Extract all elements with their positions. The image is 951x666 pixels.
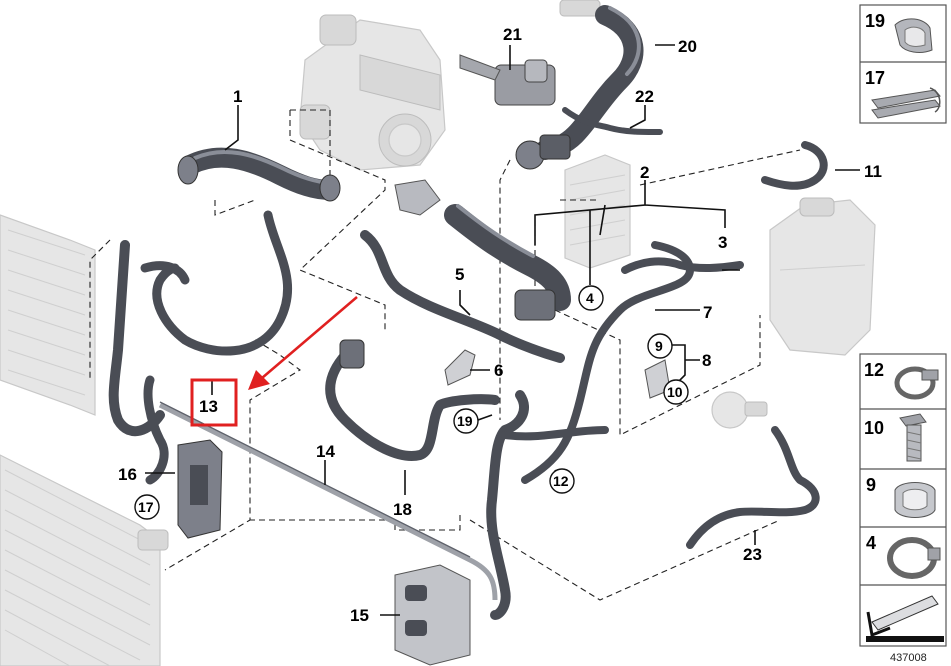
callout-5: 5 — [455, 265, 464, 284]
hose-11 — [761, 141, 828, 190]
callout-11: 11 — [864, 162, 882, 181]
clamp-clip-icon — [894, 18, 933, 53]
callout-17: 17 — [138, 499, 154, 515]
hose-5 — [360, 230, 565, 363]
callout-15: 15 — [350, 606, 369, 625]
band-clamp-icon — [887, 537, 941, 579]
callout-8: 8 — [702, 351, 711, 370]
highlight-box — [190, 378, 238, 427]
callout-22: 22 — [635, 87, 654, 106]
hoses — [108, 5, 828, 620]
hose-18 — [325, 345, 500, 461]
legend-label-10: 10 — [864, 418, 884, 438]
connector-18 — [339, 339, 365, 369]
leader-lines — [145, 44, 860, 616]
hose-clamp-icon — [894, 366, 939, 400]
callout-14: 14 — [316, 442, 335, 461]
callout-1: 1 — [233, 87, 242, 106]
bracket-6 — [444, 349, 476, 386]
callout-9: 9 — [655, 338, 663, 354]
legend-top: 19 17 — [859, 4, 947, 124]
callout-10-circle — [663, 379, 689, 405]
fittings — [177, 54, 671, 666]
callout-2: 2 — [640, 163, 649, 182]
bolt-icon — [899, 413, 927, 462]
callout-9-circle — [647, 333, 673, 359]
highlight-13: 13 — [190, 296, 358, 427]
expansion-tank — [769, 197, 876, 356]
legend-bottom: 12 10 9 4 — [859, 353, 947, 647]
legend-label-12: 12 — [864, 360, 884, 380]
hose-19-area — [486, 390, 609, 620]
pipe-14 — [158, 401, 498, 601]
callout-19: 19 — [457, 413, 473, 429]
legend-label-9: 9 — [866, 475, 876, 495]
valve-21 — [459, 54, 556, 106]
highlight-arrow-head — [248, 370, 270, 390]
coupling-lower — [514, 289, 556, 321]
callout-12: 12 — [553, 473, 569, 489]
aux-water-pump — [711, 391, 768, 429]
callout-12-circle — [549, 468, 575, 494]
hose-1 — [177, 147, 341, 202]
legend-label-19: 19 — [865, 11, 885, 31]
callout-19-circle — [453, 408, 479, 434]
callout-23: 23 — [743, 545, 762, 564]
callout-13: 13 — [199, 397, 218, 416]
bracket-15 — [394, 564, 471, 666]
callout-4-circle — [578, 285, 604, 311]
callout-labels: 1 2 3 5 6 7 8 11 14 15 16 18 20 21 22 23… — [118, 25, 882, 625]
legend-label-4: 4 — [866, 533, 876, 553]
egr-module — [299, 14, 446, 171]
clip-icon — [894, 482, 936, 518]
callout-17-circle — [134, 494, 160, 520]
callout-10: 10 — [667, 384, 683, 400]
callout-18: 18 — [393, 500, 412, 519]
reference-number: 437008 — [890, 652, 927, 664]
callout-16: 16 — [118, 465, 137, 484]
top-fitting — [559, 0, 601, 17]
hose-13 — [140, 210, 293, 356]
callout-20: 20 — [678, 37, 697, 56]
callout-21: 21 — [503, 25, 522, 44]
callout-6: 6 — [494, 361, 503, 380]
radiator-lower — [0, 454, 169, 666]
radiator-upper — [0, 214, 96, 416]
legend-label-17: 17 — [865, 68, 885, 88]
callout-3: 3 — [718, 233, 727, 252]
background-components — [0, 0, 876, 666]
highlight-arrow-line — [261, 296, 358, 379]
hose-22 — [562, 107, 663, 135]
coupling-upper — [394, 179, 441, 216]
hose-23 — [686, 426, 820, 549]
orientation-arrow-icon — [866, 595, 944, 642]
hose-turbo — [444, 204, 571, 311]
thermostat — [515, 134, 571, 170]
callout-7: 7 — [703, 303, 712, 322]
callout-4: 4 — [586, 290, 594, 306]
strap-band-icon — [871, 87, 941, 119]
heater-16 — [177, 439, 223, 539]
